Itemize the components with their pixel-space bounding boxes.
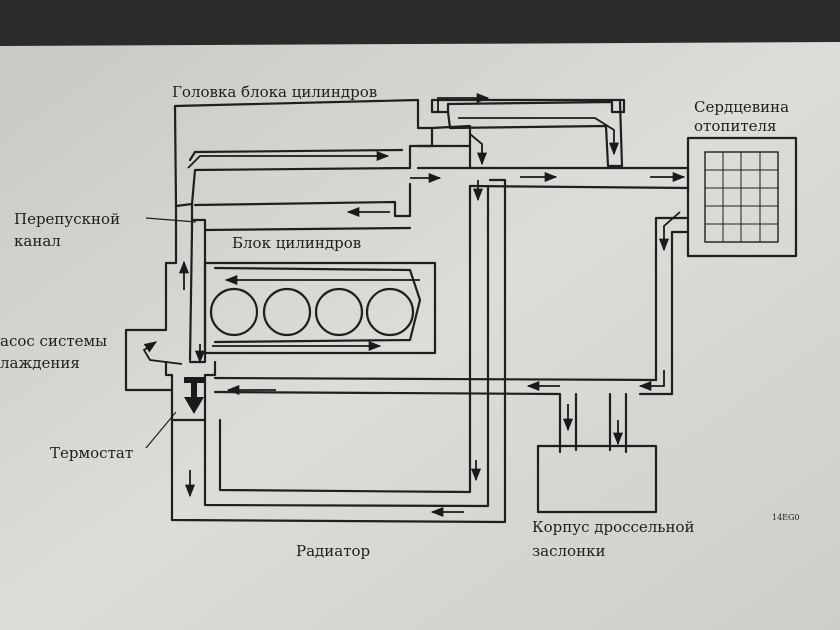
label-bypass-line1: Перепускной — [14, 210, 120, 228]
left-inner-channel — [190, 218, 412, 232]
thermostat-housing — [164, 360, 217, 422]
heater-return-pipe — [654, 216, 690, 396]
heater-supply-riser — [446, 100, 624, 168]
thermostat-symbol — [184, 377, 204, 414]
head-outlet-pipe — [416, 124, 472, 170]
bottom-return-pipe — [213, 376, 674, 454]
arrow-heater-top — [458, 117, 620, 156]
cylinder-head-outline — [173, 98, 434, 208]
label-cylinder-block: Блок цилиндров — [232, 234, 361, 252]
thermostat-leader-line — [145, 411, 177, 449]
arrow-heater-return — [638, 370, 665, 392]
label-heater-core-line2: отопителя — [694, 117, 777, 135]
throttle-body-box — [536, 444, 658, 514]
heater-core-box — [686, 136, 798, 258]
cylinder-head-inner — [188, 148, 412, 218]
cylinder-block-inner — [213, 266, 422, 344]
arrow-pump-loop — [142, 341, 183, 365]
radiator-riser — [218, 184, 472, 494]
label-pump-line1: асос системы — [0, 332, 107, 350]
label-thermostat: Термостат — [50, 444, 133, 462]
page-shadow — [0, 0, 840, 46]
label-cylinder-head: Головка блока цилиндров — [172, 83, 377, 101]
arrow-heater-up — [437, 92, 490, 112]
arrow-head-top — [187, 150, 390, 169]
radiator-loop-outer — [170, 178, 507, 524]
left-outer-channel — [124, 204, 178, 392]
label-bypass-line2: канал — [14, 232, 61, 250]
label-pump-line2: лаждения — [0, 354, 80, 372]
label-throttle-line1: Корпус дроссельной — [532, 518, 695, 536]
label-figure-code: 14ЕG0 — [772, 513, 800, 522]
label-radiator: Радиатор — [296, 542, 370, 560]
heater-core-grid — [704, 151, 779, 243]
radiator-loop-inner — [203, 184, 490, 508]
bypass-leader-line — [145, 217, 197, 223]
cylinders — [209, 287, 415, 337]
label-heater-core-line1: Сердцевина — [694, 98, 789, 116]
arrow-down-manifold — [469, 133, 488, 166]
arrow-heater-out — [658, 211, 681, 252]
flow-arrows — [142, 92, 686, 518]
label-throttle-line2: заслонки — [532, 542, 605, 560]
